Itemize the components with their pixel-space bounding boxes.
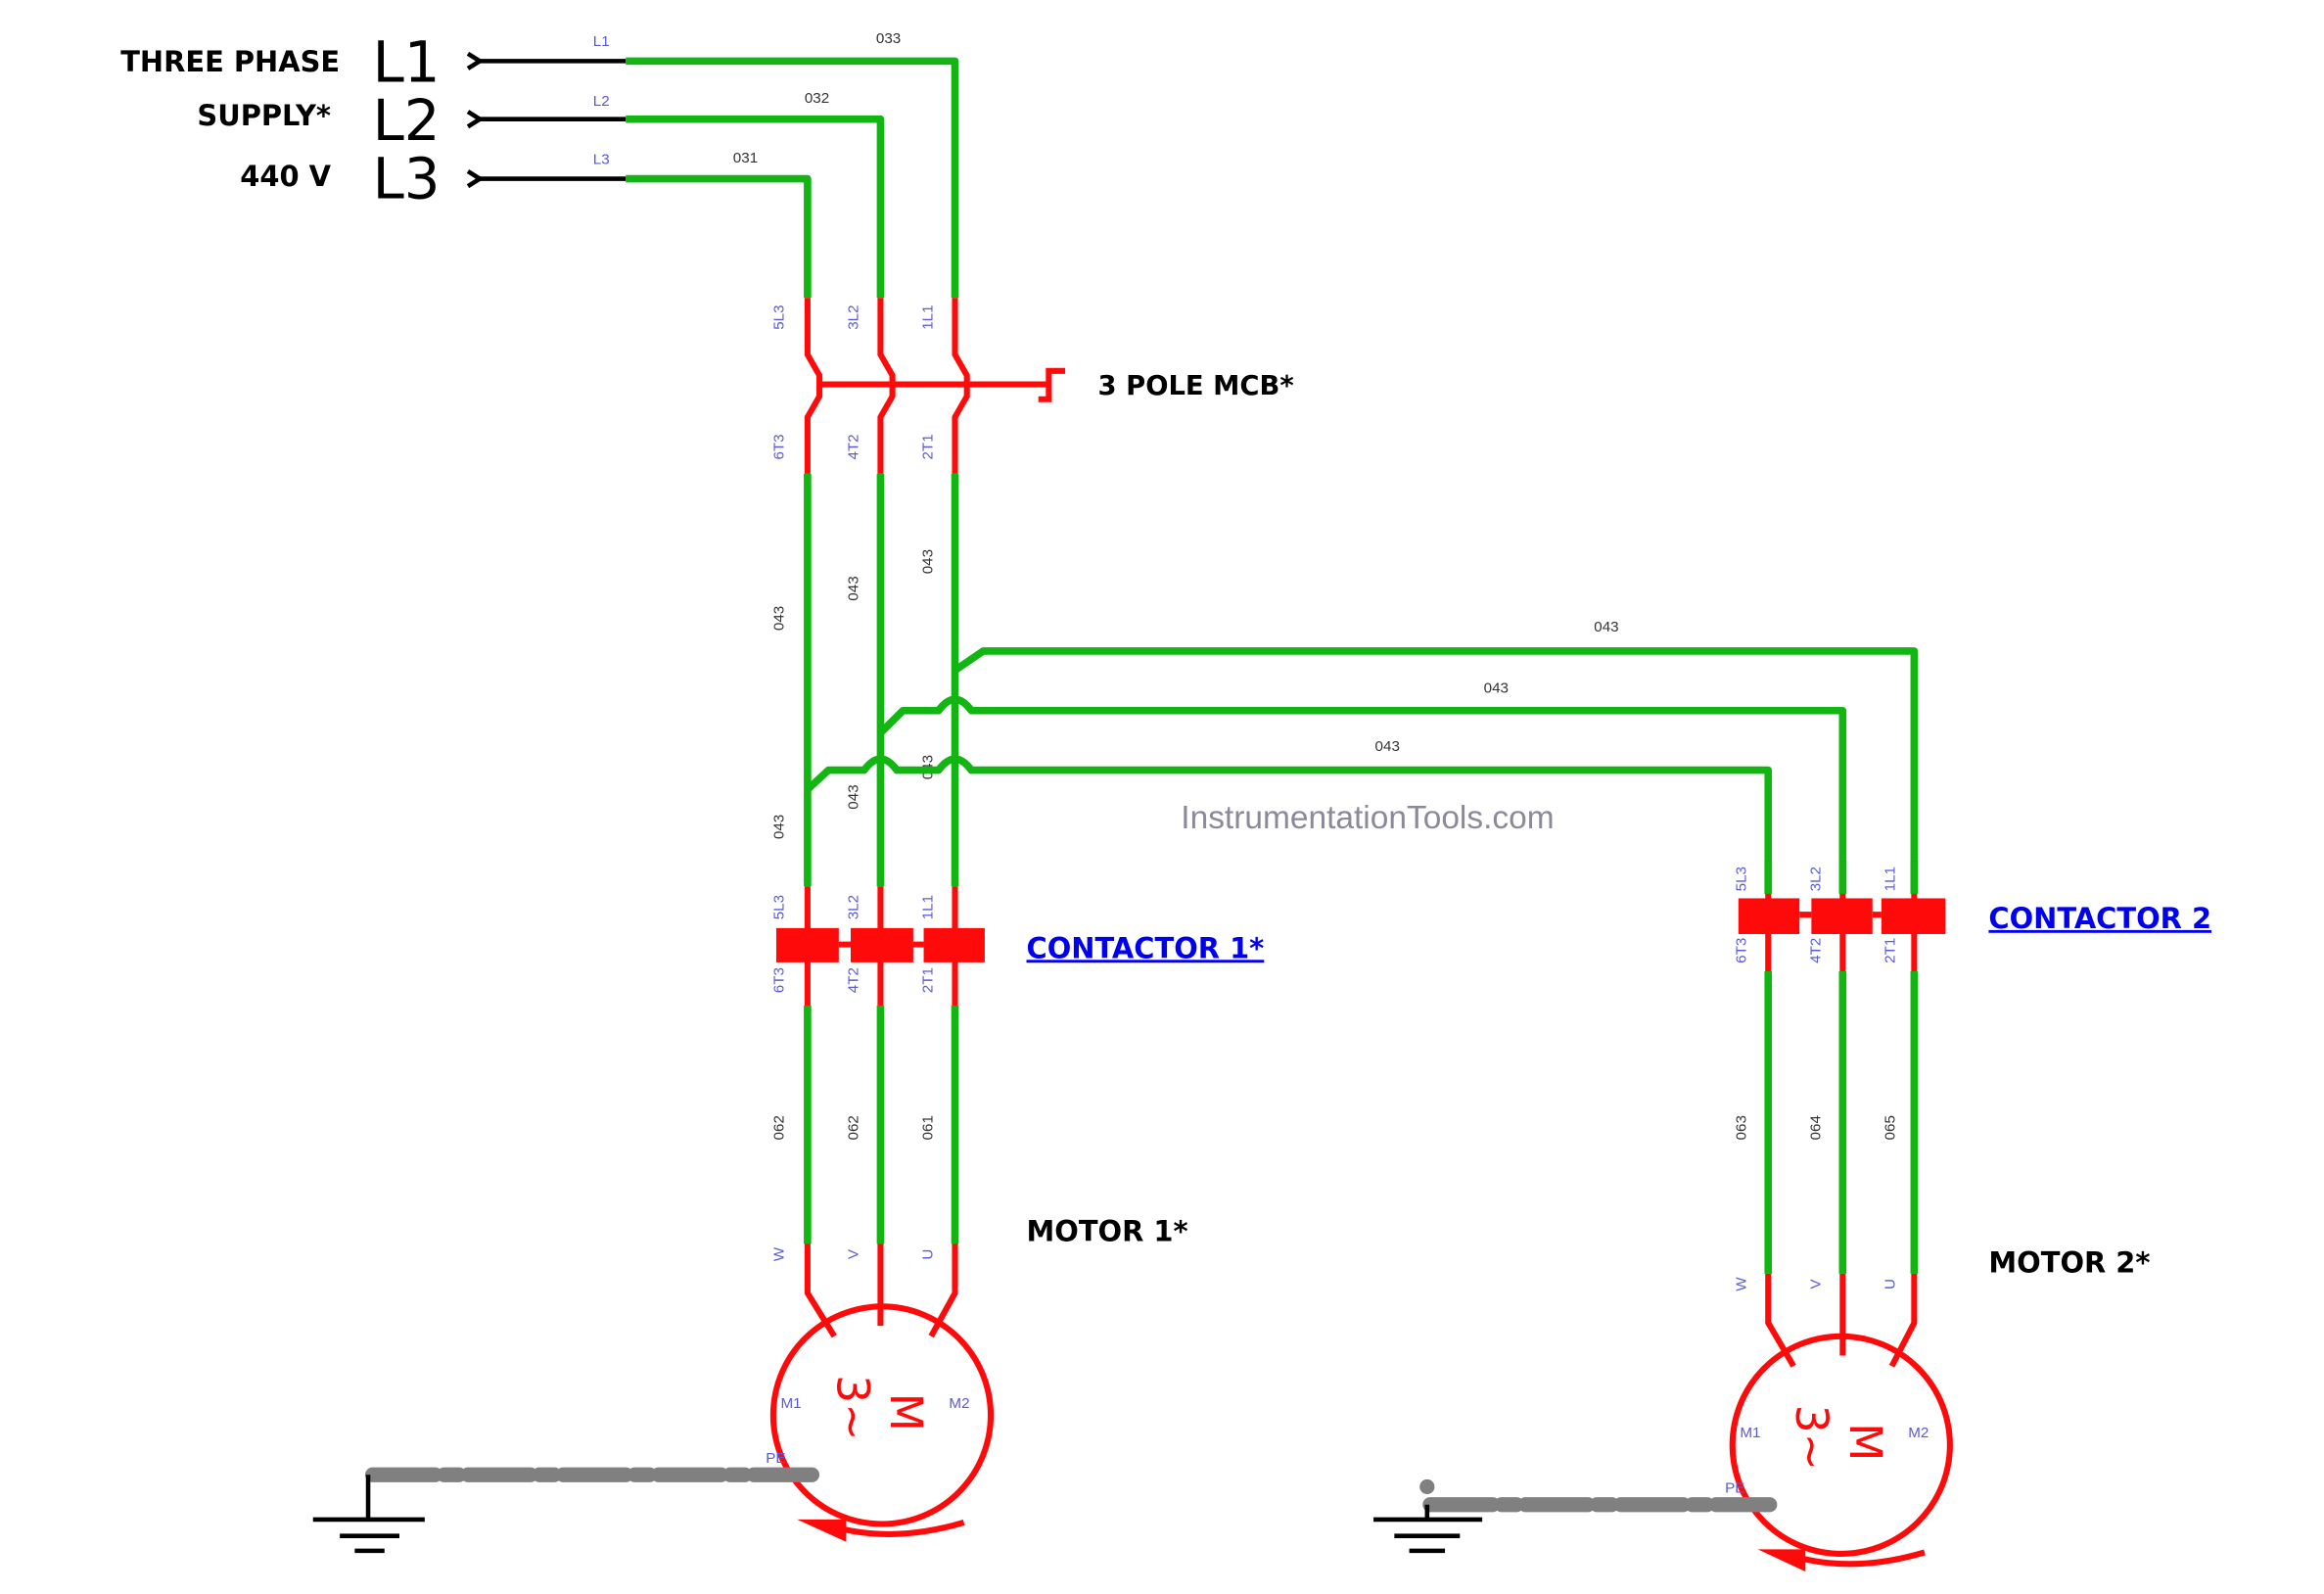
supply-title-line1: THREE PHASE bbox=[120, 45, 340, 78]
mcb-label: 3 POLE MCB* bbox=[1098, 371, 1294, 401]
branch-wire-label-2: 043 bbox=[1484, 680, 1509, 696]
mcb-bottom-terminal: 4T2 bbox=[846, 434, 862, 459]
wire-label-031: 031 bbox=[733, 150, 758, 166]
wire-label-032: 032 bbox=[805, 90, 829, 107]
motor-1-ground bbox=[312, 1467, 820, 1554]
main-risers bbox=[804, 473, 959, 887]
mcb-top-terminal: 3L2 bbox=[846, 305, 862, 329]
contactor-1-output-wires bbox=[804, 1006, 959, 1244]
mcb-top-terminal: 1L1 bbox=[920, 305, 937, 329]
phase-l1: L1 bbox=[373, 29, 441, 96]
supply-voltage: 440 V bbox=[240, 160, 331, 193]
contactor-2-bottom-terminal: 2T1 bbox=[1882, 938, 1899, 963]
motor-2-terminal: V bbox=[1808, 1279, 1825, 1289]
motor-2-m1: M1 bbox=[1740, 1425, 1760, 1441]
terminal-label-l3: L3 bbox=[593, 151, 610, 167]
phase-l2: L2 bbox=[373, 87, 441, 154]
branch-wire-label-1: 043 bbox=[1594, 619, 1618, 635]
riser-wire-label: 043 bbox=[846, 784, 862, 809]
mcb-top-terminal: 5L3 bbox=[771, 305, 788, 329]
contactor-2-top-terminal: 1L1 bbox=[1882, 867, 1899, 891]
contactor-2-top-terminal: 3L2 bbox=[1808, 867, 1825, 891]
motor-2-wire-label: 065 bbox=[1882, 1115, 1899, 1140]
mcb-bottom-terminal: 2T1 bbox=[920, 434, 937, 459]
motor-1-m2: M2 bbox=[949, 1395, 969, 1412]
contactor-2-bottom-terminal: 4T2 bbox=[1808, 938, 1825, 963]
motor-2-terminal: U bbox=[1882, 1279, 1899, 1289]
terminal-label-l2: L2 bbox=[593, 93, 610, 110]
motor-1-m1: M1 bbox=[780, 1395, 801, 1412]
motor-1-pe: PE bbox=[766, 1450, 785, 1467]
motor-1-label: MOTOR 1* bbox=[1027, 1214, 1188, 1247]
contactor-1-bottom-terminal: 2T1 bbox=[920, 967, 937, 993]
supply-title-line2: SUPPLY* bbox=[197, 99, 331, 132]
branch-wire-label-3: 043 bbox=[1375, 738, 1400, 755]
riser-wire-label: 043 bbox=[771, 815, 788, 839]
motor-2-pe: PE bbox=[1725, 1480, 1744, 1497]
wire-label-033: 033 bbox=[876, 30, 901, 47]
contactor-1-symbol[interactable] bbox=[775, 886, 985, 1007]
motor-1-symbol[interactable] bbox=[769, 1243, 995, 1542]
contactor-2-symbol[interactable] bbox=[1738, 861, 1946, 972]
motor-2-symbol-m: M bbox=[1839, 1423, 1891, 1461]
riser-wire-label: 043 bbox=[920, 549, 937, 574]
motor-1-wire-label: 062 bbox=[846, 1115, 862, 1140]
incoming-wires bbox=[626, 57, 959, 299]
motor-2-wire-label: 063 bbox=[1733, 1115, 1749, 1140]
contactor-1-top-terminal: 1L1 bbox=[920, 895, 937, 919]
terminal-label-l1: L1 bbox=[593, 33, 610, 50]
motor-1-wire-label: 061 bbox=[920, 1115, 937, 1140]
watermark: InstrumentationTools.com bbox=[1181, 800, 1554, 836]
motor-2-symbol[interactable] bbox=[1729, 1273, 1953, 1572]
contactor-2-bottom-terminal: 6T3 bbox=[1733, 938, 1749, 963]
motor-1-terminal: V bbox=[846, 1248, 862, 1259]
motor-1-wire-label: 062 bbox=[771, 1115, 788, 1140]
motor-1-terminal: W bbox=[771, 1246, 788, 1261]
riser-wire-label: 043 bbox=[771, 606, 788, 631]
motor-2-symbol-3phase: 3~ bbox=[1786, 1405, 1837, 1471]
contactor-2-input-stubs bbox=[1764, 861, 1919, 894]
contactor-1-top-terminal: 5L3 bbox=[771, 895, 788, 919]
contactor-2-top-terminal: 5L3 bbox=[1733, 867, 1749, 891]
riser-wire-label: 043 bbox=[846, 576, 862, 600]
motor-1-symbol-3phase: 3~ bbox=[826, 1375, 878, 1440]
motor-1-symbol-m: M bbox=[880, 1393, 932, 1431]
motor-2-m2: M2 bbox=[1908, 1425, 1929, 1441]
supply-terminal-arrows bbox=[466, 51, 627, 189]
mcb-bottom-terminal: 6T3 bbox=[771, 434, 788, 459]
mcb-symbol bbox=[804, 298, 1066, 474]
motor-2-terminal: W bbox=[1733, 1277, 1749, 1291]
branch-wires-to-contactor-2 bbox=[805, 647, 1919, 894]
contactor-2-output-wires bbox=[1764, 971, 1919, 1274]
contactor-2-link[interactable]: CONTACTOR 2 bbox=[1988, 902, 2211, 935]
contactor-1-bottom-terminal: 4T2 bbox=[846, 967, 862, 993]
motor-2-ground bbox=[1373, 1478, 1778, 1554]
motor-2-label: MOTOR 2* bbox=[1988, 1245, 2150, 1279]
phase-l3: L3 bbox=[373, 145, 441, 211]
contactor-1-link[interactable]: CONTACTOR 1* bbox=[1027, 931, 1265, 964]
motor-2-wire-label: 064 bbox=[1808, 1115, 1825, 1141]
motor-1-terminal: U bbox=[920, 1249, 937, 1260]
contactor-1-bottom-terminal: 6T3 bbox=[771, 967, 788, 993]
contactor-1-top-terminal: 3L2 bbox=[846, 895, 862, 919]
